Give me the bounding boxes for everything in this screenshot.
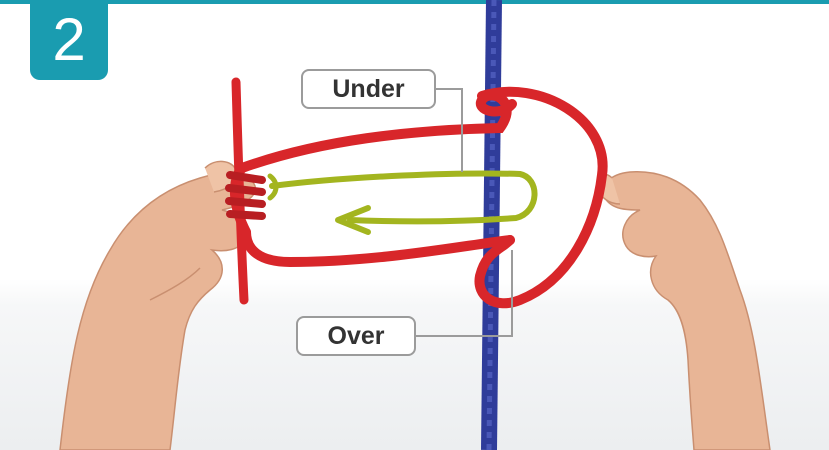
left-hand [60, 161, 255, 450]
under-callout: Under [301, 69, 436, 109]
blue-rope [489, 0, 494, 450]
over-callout: Over [296, 316, 416, 356]
right-hand [598, 172, 770, 450]
red-rope [229, 82, 603, 303]
step-number-badge: 2 [30, 0, 108, 80]
